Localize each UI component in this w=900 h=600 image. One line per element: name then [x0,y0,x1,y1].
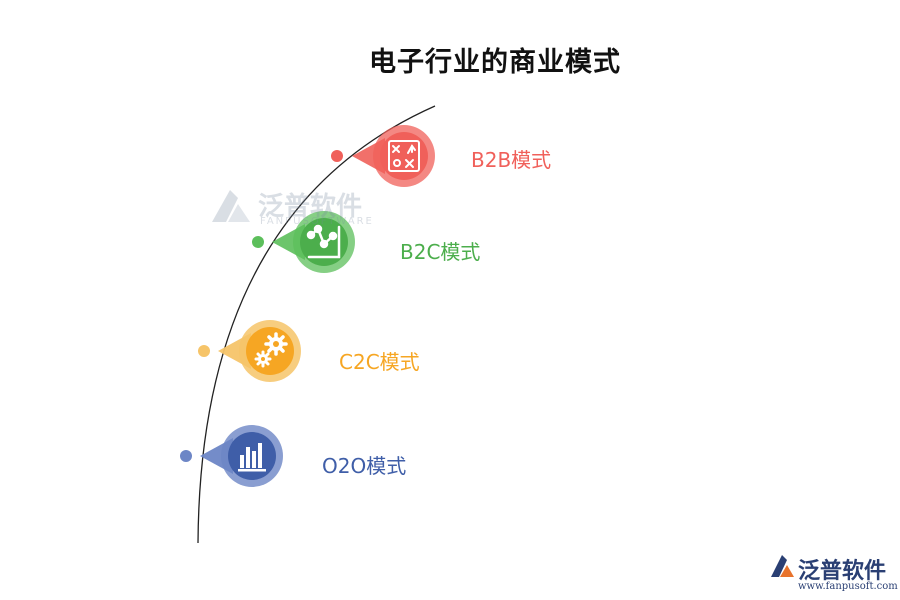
timeline-dot-b2c [252,236,264,248]
watermark-logo-icon [212,190,250,222]
item-b2b [331,125,435,187]
item-c2c [198,320,301,382]
label-c2c: C2C模式 [339,350,420,374]
strategy-board-icon [388,140,420,172]
diagram-title: 电子行业的商业模式 [369,47,621,78]
brand-url: www.fanpusoft.com [798,581,898,592]
watermark-sub: FANPUSOFTWARE [260,216,374,227]
timeline-dot-c2c [198,345,210,357]
gears-icon [254,332,288,368]
bar-chart-icon [238,443,266,472]
item-o2o [180,425,283,487]
watermark: 泛普软件 FANPUSOFTWARE [208,186,372,230]
watermark-name: 泛普软件 [258,192,363,222]
brand-logo: 泛普软件 www.fanpusoft.com [768,552,898,592]
brand-name: 泛普软件 [798,559,887,584]
line-chart-icon [306,224,341,259]
brand-logo-icon [771,555,794,577]
label-o2o: O2O模式 [322,454,407,478]
timeline-dot-b2b [331,150,343,162]
item-b2c [252,211,355,273]
label-b2b: B2B模式 [471,148,552,172]
pin-inner-b2b [380,132,428,180]
label-b2c: B2C模式 [400,240,481,264]
timeline-dot-o2o [180,450,192,462]
